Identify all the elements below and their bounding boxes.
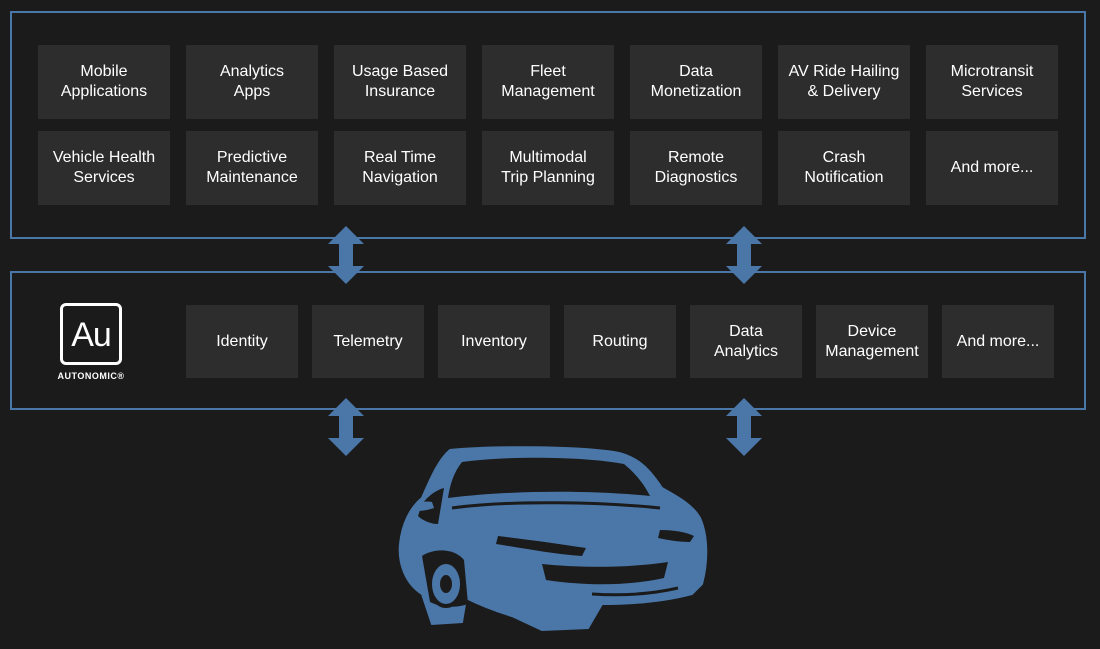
app-tile-multimodal-trip-planning: Multimodal Trip Planning — [482, 131, 614, 205]
double-vertical-arrow-icon — [328, 226, 364, 284]
logo-wordmark: AUTONOMIC® — [57, 371, 125, 381]
service-tile-data-analytics: Data Analytics — [690, 305, 802, 378]
app-tile-mobile-applications: Mobile Applications — [38, 45, 170, 119]
app-tile-and-more: And more... — [926, 131, 1058, 205]
app-tile-vehicle-health-services: Vehicle Health Services — [38, 131, 170, 205]
applications-grid: Mobile Applications Analytics Apps Usage… — [38, 45, 1058, 205]
applications-panel: Mobile Applications Analytics Apps Usage… — [10, 11, 1086, 239]
service-tile-identity: Identity — [186, 305, 298, 378]
logo-mark: Au — [60, 303, 122, 365]
car-hood-line — [451, 501, 661, 510]
service-tile-inventory: Inventory — [438, 305, 550, 378]
car-mirror — [412, 501, 434, 511]
app-tile-microtransit-services: Microtransit Services — [926, 45, 1058, 119]
double-vertical-arrow-icon — [328, 398, 364, 456]
double-vertical-arrow-icon — [726, 226, 762, 284]
car-headlight-left — [496, 536, 586, 556]
app-tile-crash-notification: Crash Notification — [778, 131, 910, 205]
app-tile-usage-based-insurance: Usage Based Insurance — [334, 45, 466, 119]
platform-services-row: Identity Telemetry Inventory Routing Dat… — [186, 305, 1054, 378]
app-tile-data-monetization: Data Monetization — [630, 45, 762, 119]
app-tile-fleet-management: Fleet Management — [482, 45, 614, 119]
app-tile-real-time-navigation: Real Time Navigation — [334, 131, 466, 205]
platform-panel: Identity Telemetry Inventory Routing Dat… — [10, 271, 1086, 410]
app-tile-av-ride-hailing: AV Ride Hailing & Delivery — [778, 45, 910, 119]
double-vertical-arrow-icon — [726, 398, 762, 456]
car-headlight-right — [658, 530, 694, 542]
service-tile-device-management: Device Management — [816, 305, 928, 378]
car-lower-intake — [591, 586, 679, 597]
service-tile-routing: Routing — [564, 305, 676, 378]
app-tile-predictive-maintenance: Predictive Maintenance — [186, 131, 318, 205]
car-icon — [398, 446, 708, 632]
autonomic-logo: Au AUTONOMIC® — [53, 303, 129, 381]
car-wheel-hub — [440, 575, 452, 593]
service-tile-and-more: And more... — [942, 305, 1054, 378]
app-tile-analytics-apps: Analytics Apps — [186, 45, 318, 119]
car-grille — [542, 562, 668, 585]
service-tile-telemetry: Telemetry — [312, 305, 424, 378]
car-windshield — [448, 457, 650, 498]
app-tile-remote-diagnostics: Remote Diagnostics — [630, 131, 762, 205]
